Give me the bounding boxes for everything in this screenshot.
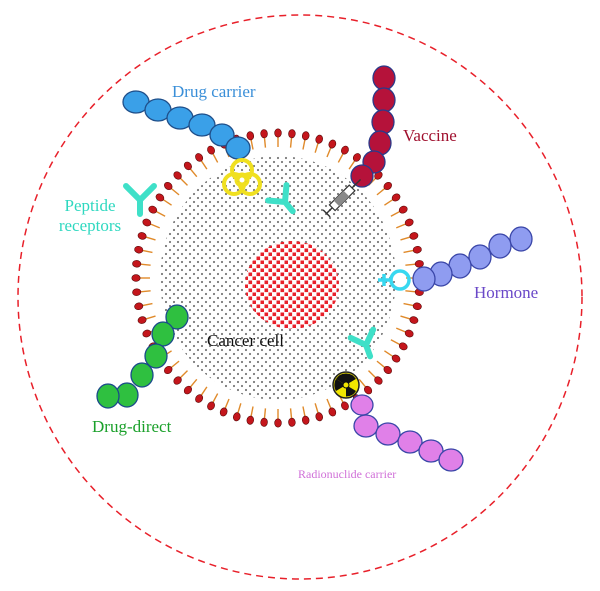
lipid-head <box>155 193 165 202</box>
lipid-head <box>134 245 144 254</box>
lipid-head <box>173 171 182 180</box>
lipid-head <box>173 376 182 385</box>
vaccine-chain <box>350 65 396 188</box>
lipid-head <box>412 302 422 311</box>
lipid-head <box>142 218 152 227</box>
outer-dashed-boundary <box>17 14 583 580</box>
lipid-head <box>391 193 401 202</box>
lipid-head <box>328 407 337 417</box>
lipid-head <box>148 205 158 214</box>
lipid-head <box>195 394 204 403</box>
lipid-head <box>315 412 323 422</box>
radionuclide-carrier-label: Radionuclide carrier <box>298 467 396 481</box>
lipid-head <box>341 145 349 155</box>
vaccine-label: Vaccine <box>403 126 457 145</box>
peptide-receptors-label-line1: Peptide <box>65 196 116 215</box>
biohazard-icon <box>222 158 262 196</box>
drug-direct-label: Drug-direct <box>92 417 172 436</box>
lipid-head <box>132 288 142 296</box>
lipid-head <box>274 128 282 138</box>
lipid-head <box>301 415 310 425</box>
lipid-head <box>383 181 392 191</box>
lipid-head <box>383 365 392 375</box>
lipid-head <box>374 376 383 385</box>
drug-direct-chain <box>96 304 189 409</box>
lipid-head <box>414 260 424 268</box>
lipid-head <box>260 129 268 139</box>
radiation-icon <box>332 371 360 399</box>
lipid-head <box>164 181 173 191</box>
lipid-head <box>409 316 419 324</box>
peptide-receptors-label-line2: receptors <box>59 216 121 235</box>
lipid-head <box>404 329 414 338</box>
lipid-head <box>183 161 192 171</box>
lipid-head <box>246 131 255 141</box>
lipid-head <box>301 131 310 141</box>
lipid-head <box>315 134 323 144</box>
hormone-label: Hormone <box>474 283 538 302</box>
cell-membrane <box>131 128 425 428</box>
lipid-head <box>219 407 228 417</box>
lipid-head <box>131 274 141 282</box>
lipid-head <box>398 205 408 214</box>
lipid-head <box>391 354 401 363</box>
cancer-cell-label: Cancer cell <box>207 331 284 350</box>
lipid-head <box>137 232 147 240</box>
peptide-receptor-outer <box>123 183 157 217</box>
peptide-receptor-inner-top <box>265 182 296 215</box>
lipid-head <box>183 385 192 395</box>
lipid-head <box>260 417 268 427</box>
lipid-head <box>132 260 142 268</box>
lipid-head <box>412 245 422 254</box>
nucleus <box>245 241 339 329</box>
lipid-head <box>137 316 147 324</box>
drug-carrier-label: Drug carrier <box>172 82 256 101</box>
syringe-icon <box>322 178 362 218</box>
female-symbol-icon <box>378 269 411 291</box>
lipid-head <box>404 218 414 227</box>
lipid-head <box>409 232 419 240</box>
hormone-chain <box>412 226 533 292</box>
lipid-head <box>207 401 215 411</box>
lipid-head <box>246 415 255 425</box>
lipid-head <box>341 401 349 411</box>
lipid-head <box>207 145 215 155</box>
lipid-head <box>352 153 361 162</box>
drug-carrier-chain <box>122 90 251 160</box>
lipid-head <box>288 417 296 427</box>
lipid-head <box>274 418 282 428</box>
lipid-head <box>142 329 152 338</box>
peptide-receptor-inner-bottom <box>347 326 377 360</box>
lipid-head <box>233 412 241 422</box>
radionuclide-carrier-chain <box>350 394 464 472</box>
lipid-head <box>398 342 408 351</box>
lipid-head <box>195 153 204 162</box>
lipid-head <box>134 302 144 311</box>
lipid-head <box>164 365 173 375</box>
lipid-head <box>328 139 337 149</box>
lipid-head <box>364 385 373 395</box>
lipid-head <box>288 129 296 139</box>
